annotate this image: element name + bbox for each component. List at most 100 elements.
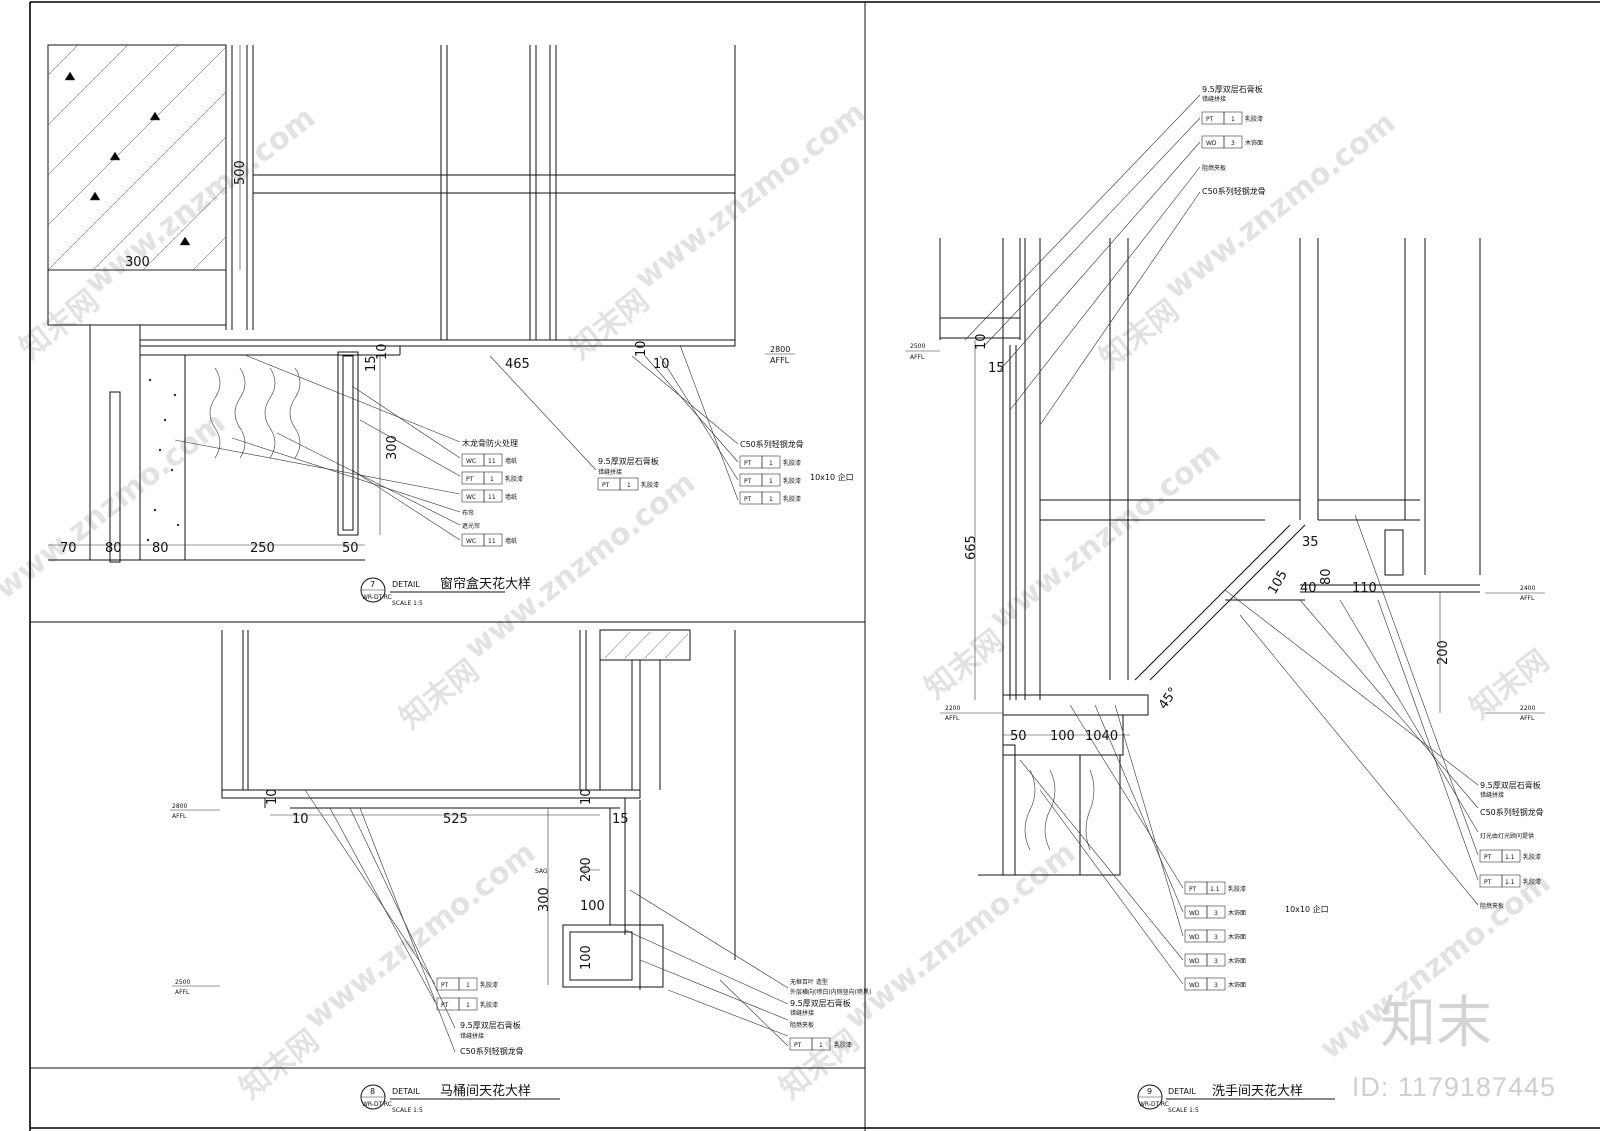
detail-9-washroom: 665 10 15 35 80 105 40 110 200 45° 50 10… [905, 84, 1545, 1114]
svg-text:PT: PT [744, 496, 752, 503]
svg-text:3: 3 [1231, 140, 1235, 147]
note-fire-board: 阻燃夹板 [790, 1021, 814, 1029]
level-2400: 2400 [1520, 585, 1535, 592]
svg-text:3: 3 [1214, 982, 1218, 989]
dim-100: 100 [1050, 729, 1075, 744]
watermark-text: www.znzmo.com [298, 835, 542, 1036]
dim-1040: 1040 [1085, 729, 1118, 744]
dim-105: 105 [1265, 568, 1290, 597]
svg-text:乳胶漆: 乳胶漆 [1523, 853, 1541, 861]
svg-text:WD: WD [1206, 140, 1217, 147]
note-blind-2: 外层横向(喷白)内侧竖向(喷黑) [790, 988, 871, 996]
watermark-text: www.znzmo.com [838, 835, 1082, 1036]
dim-50: 50 [1010, 729, 1027, 744]
svg-text:1.1: 1.1 [1505, 854, 1515, 861]
svg-text:WR-DT-RC: WR-DT-RC [1139, 1101, 1169, 1108]
note-c50: C50系列轻钢龙骨 [1202, 186, 1266, 196]
level-affl: AFFL [910, 354, 925, 361]
svg-text:PT: PT [1189, 886, 1197, 893]
svg-text:木饰面: 木饰面 [1228, 909, 1246, 917]
watermark-text: www.znzmo.com [983, 435, 1227, 636]
tag-pt-1: PT 1 乳胶漆 [739, 491, 801, 505]
svg-text:PT: PT [1484, 854, 1492, 861]
watermark-text: www.znzmo.com [0, 405, 232, 606]
level-affl: AFFL [1520, 595, 1535, 602]
dim-200: 200 [579, 857, 594, 882]
svg-text:3: 3 [1214, 934, 1218, 941]
level-affl: AFFL [770, 356, 790, 365]
watermark-text: 知末网 [1463, 643, 1555, 726]
dim-100: 100 [579, 945, 594, 970]
dim-10: 10 [653, 357, 670, 372]
svg-text:乳胶漆: 乳胶漆 [783, 495, 801, 503]
svg-text:墙纸: 墙纸 [505, 493, 517, 501]
note-joint: 错缝拼接 [790, 1009, 814, 1017]
svg-text:WD: WD [1189, 910, 1200, 917]
dim-250: 250 [250, 541, 275, 556]
leader-lines [964, 94, 1479, 985]
detail-9-title-text: 洗手间天花大样 [1212, 1083, 1303, 1099]
svg-text:1: 1 [466, 982, 470, 989]
level-affl: AFFL [175, 989, 190, 996]
level-2500: 2500 [175, 979, 190, 986]
svg-text:木饰面: 木饰面 [1228, 933, 1246, 941]
watermark-text: www.znzmo.com [78, 100, 322, 301]
dim-100: 100 [580, 899, 605, 914]
note-gypsum: 9.5厚双层石膏板 [460, 1020, 521, 1030]
svg-text:乳胶漆: 乳胶漆 [480, 1001, 498, 1009]
note-gap: 10x10 企口 [1285, 904, 1329, 914]
svg-text:7: 7 [370, 580, 375, 589]
svg-text:墙纸: 墙纸 [505, 457, 517, 465]
svg-text:WC: WC [466, 458, 476, 465]
dim-10: 10 [974, 333, 989, 350]
svg-text:SCALE 1:5: SCALE 1:5 [392, 1107, 423, 1114]
level-affl: AFFL [172, 813, 187, 820]
note-blind-1: 无框百叶 造型 [790, 978, 828, 986]
watermark-text: 知末网 [393, 653, 485, 736]
svg-text:WD: WD [1189, 982, 1200, 989]
dim-80: 80 [1319, 568, 1334, 585]
label-sag: SAG [535, 868, 548, 875]
svg-text:木饰面: 木饰面 [1245, 139, 1263, 147]
detail-7-title: 7 WR-DT-RC DETAIL 窗帘盒天花大样 SCALE 1:5 [360, 576, 531, 607]
svg-text:1: 1 [769, 496, 773, 503]
svg-text:WR-DT-RC: WR-DT-RC [362, 594, 392, 601]
svg-text:1: 1 [490, 476, 494, 483]
dim-200: 200 [1436, 640, 1451, 665]
svg-text:PT: PT [441, 982, 449, 989]
dim-665: 665 [964, 535, 979, 560]
dim-70: 70 [60, 541, 77, 556]
watermark-text: 知末网 [918, 623, 1010, 706]
dim-525: 525 [443, 812, 468, 827]
svg-text:PT: PT [1206, 116, 1214, 123]
svg-text:乳胶漆: 乳胶漆 [641, 481, 659, 489]
note-c50: C50系列轻钢龙骨 [460, 1046, 524, 1056]
dim-15: 15 [988, 361, 1005, 376]
dim-10: 10 [634, 340, 649, 357]
svg-text:1: 1 [627, 482, 631, 489]
dim-465: 465 [505, 357, 530, 372]
svg-text:乳胶漆: 乳胶漆 [783, 459, 801, 467]
svg-text:PT: PT [466, 476, 474, 483]
watermark-text: 知末网 [233, 1023, 325, 1106]
svg-text:1.1: 1.1 [1210, 886, 1220, 893]
svg-text:DETAIL: DETAIL [392, 1087, 420, 1096]
svg-text:1: 1 [769, 478, 773, 485]
leader-lines [304, 789, 789, 1053]
note-joint: 错缝拼接 [598, 468, 622, 476]
note-c50: C50系列轻钢龙骨 [1480, 807, 1544, 817]
svg-text:PT: PT [1484, 879, 1492, 886]
dim-300: 300 [537, 887, 552, 912]
dim-110: 110 [1352, 581, 1377, 596]
dim-40: 40 [1300, 581, 1317, 596]
svg-text:乳胶漆: 乳胶漆 [783, 477, 801, 485]
